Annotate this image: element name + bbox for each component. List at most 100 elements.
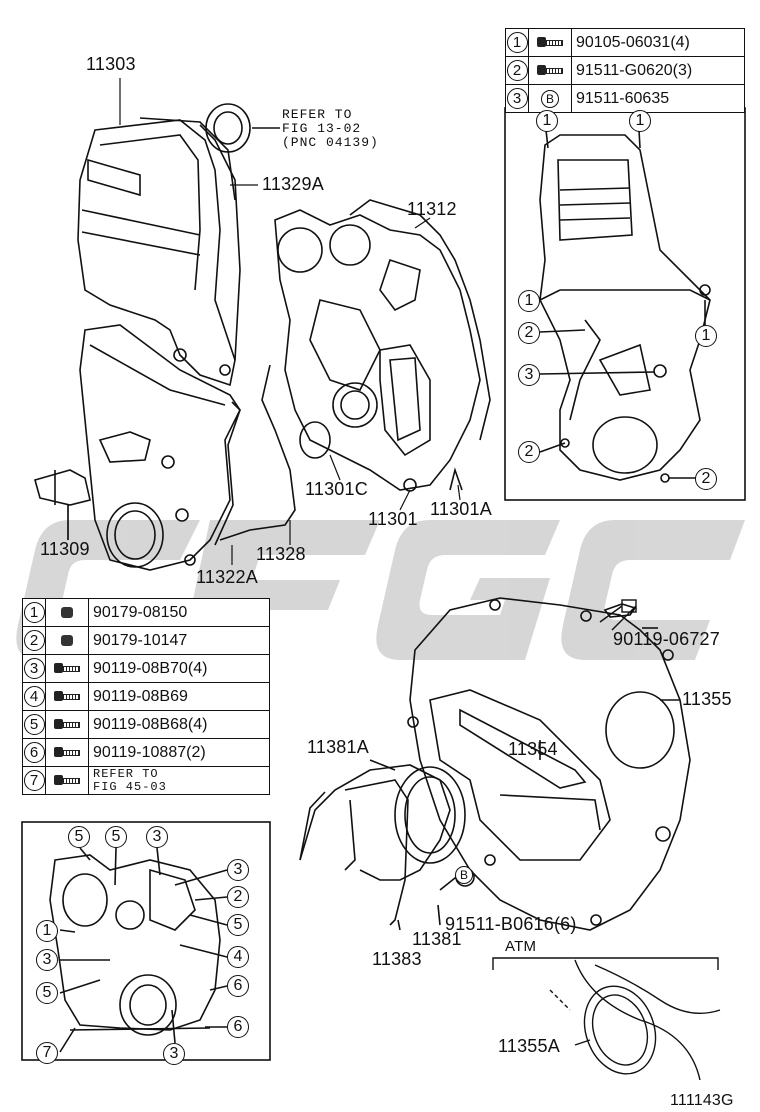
- callout-bolt-3: 3: [518, 364, 540, 386]
- label-11301a: 11301A: [430, 499, 492, 519]
- refer-line-2: FIG 45-03: [93, 779, 167, 794]
- part-number-refer: REFER TO FIG 45-03: [88, 766, 270, 795]
- circle-b-icon: B: [541, 89, 559, 108]
- callout-bolt-2: 2: [518, 322, 540, 344]
- refer-line-1: REFER TO: [93, 766, 159, 781]
- part-number: 90119-08B68(4): [88, 710, 270, 739]
- row-number: 7: [23, 770, 45, 791]
- rear-oil-seal-retainer: [299, 759, 475, 931]
- bolt-icon: [54, 663, 80, 674]
- bolt-icon: [54, 719, 80, 730]
- callout-bolt-1: 1: [629, 110, 651, 132]
- detail-bottom-left-drawing: [49, 847, 228, 1053]
- callout-bolt-5: 5: [68, 826, 90, 848]
- part-number: 90119-10887(2): [88, 738, 270, 767]
- callout-bolt-3: 3: [227, 859, 249, 881]
- bolt-icon: [54, 691, 80, 702]
- detail-box-bottom-left: [21, 821, 271, 1061]
- label-11312: 11312: [407, 199, 457, 219]
- row-number: 4: [23, 686, 45, 707]
- callout-bolt-3: 3: [36, 949, 58, 971]
- table-row: 3 90119-08B70(4): [22, 654, 270, 683]
- callout-bolt-6: 6: [227, 1016, 249, 1038]
- table-row: 1 90105-06031(4): [505, 28, 745, 57]
- row-number: 1: [23, 602, 45, 623]
- part-number: 90105-06031(4): [571, 28, 745, 57]
- part-number: 90179-08150: [88, 598, 270, 627]
- label-11355a: 11355A: [498, 1036, 560, 1056]
- part-number: 90179-10147: [88, 626, 270, 655]
- callout-bolt-2: 2: [695, 468, 717, 490]
- callout-bolt-1: 1: [695, 325, 717, 347]
- row-number: 3: [23, 658, 45, 679]
- callout-bolt-5: 5: [105, 826, 127, 848]
- refer-line-2: FIG 13-02: [282, 121, 362, 136]
- part-number: 90119-08B69: [88, 682, 270, 711]
- figure-code: 111143G: [670, 1092, 734, 1109]
- row-number: 2: [506, 60, 528, 81]
- callout-bolt-3: 3: [146, 826, 168, 848]
- parts-table-top: 1 90105-06031(4) 2 91511-G0620(3) 3 B 91…: [505, 28, 745, 113]
- label-11309: 11309: [40, 539, 90, 559]
- row-number: 6: [23, 742, 45, 763]
- row-number: 3: [506, 88, 528, 109]
- gasket-11328: [219, 364, 296, 541]
- label-11328: 11328: [256, 544, 306, 564]
- callout-nut-1: 1: [36, 920, 58, 942]
- table-row: 1 90179-08150: [22, 598, 270, 627]
- table-row: 2 91511-G0620(3): [505, 56, 745, 85]
- callout-bolt-7: 7: [36, 1042, 58, 1064]
- label-11355: 11355: [682, 689, 732, 709]
- callout-bolt-1: 1: [518, 290, 540, 312]
- timing-chain-case: [274, 199, 491, 492]
- table-row: 6 90119-10887(2): [22, 738, 270, 767]
- label-atm: ATM: [505, 938, 537, 955]
- table-row: 5 90119-08B68(4): [22, 710, 270, 739]
- label-11383: 11383: [372, 949, 422, 969]
- part-number: 91511-60635: [571, 84, 745, 113]
- bolt-icon: [537, 65, 563, 76]
- nut-icon: [61, 606, 73, 618]
- refer-line-3: (PNC 04139): [282, 135, 379, 150]
- label-11354: 11354: [508, 739, 558, 759]
- label-11322a: 11322A: [196, 567, 258, 587]
- refer-note-top: REFER TO FIG 13-02 (PNC 04139): [282, 108, 379, 150]
- label-11381a: 11381A: [307, 737, 369, 757]
- bolt-icon: [54, 747, 80, 758]
- callout-bolt-4: 4: [227, 946, 249, 968]
- callout-bolt-5: 5: [36, 982, 58, 1004]
- label-91511-b0616: 91511-B0616(6): [445, 914, 577, 934]
- callout-bolt-5: 5: [227, 914, 249, 936]
- row-number: 2: [23, 630, 45, 651]
- part-number: 90119-08B70(4): [88, 654, 270, 683]
- leader-lines-top: [67, 78, 461, 565]
- table-row: 7 REFER TO FIG 45-03: [22, 766, 270, 795]
- oil-seal-top: [205, 103, 280, 153]
- table-row: 3 B 91511-60635: [505, 84, 745, 113]
- detail-top-right-drawing: [539, 129, 711, 483]
- row-number: 1: [506, 32, 528, 53]
- part-number: 91511-G0620(3): [571, 56, 745, 85]
- label-11381: 11381: [412, 929, 462, 949]
- parts-table-bottom: 1 90179-08150 2 90179-10147 3 90119-08B7…: [22, 598, 270, 795]
- refer-line-1: REFER TO: [282, 107, 353, 122]
- flywheel-housing: [407, 597, 691, 931]
- timing-cover-upper: [77, 117, 241, 387]
- bolt-icon: [537, 37, 563, 48]
- row-number: 5: [23, 714, 45, 735]
- table-row: 4 90119-08B69: [22, 682, 270, 711]
- label-11301: 11301: [368, 509, 418, 529]
- bolt-b-callout: B: [455, 866, 473, 884]
- table-row: 2 90179-10147: [22, 626, 270, 655]
- callout-bolt-1: 1: [536, 110, 558, 132]
- callout-bolt-3: 3: [163, 1043, 185, 1065]
- callout-bolt-2: 2: [518, 441, 540, 463]
- label-11329a: 11329A: [262, 174, 324, 194]
- label-90119-06727: 90119-06727: [613, 629, 720, 649]
- label-11303: 11303: [86, 54, 136, 74]
- bolt-icon: [54, 775, 80, 786]
- nut-icon: [61, 634, 73, 646]
- callout-nut-2: 2: [227, 886, 249, 908]
